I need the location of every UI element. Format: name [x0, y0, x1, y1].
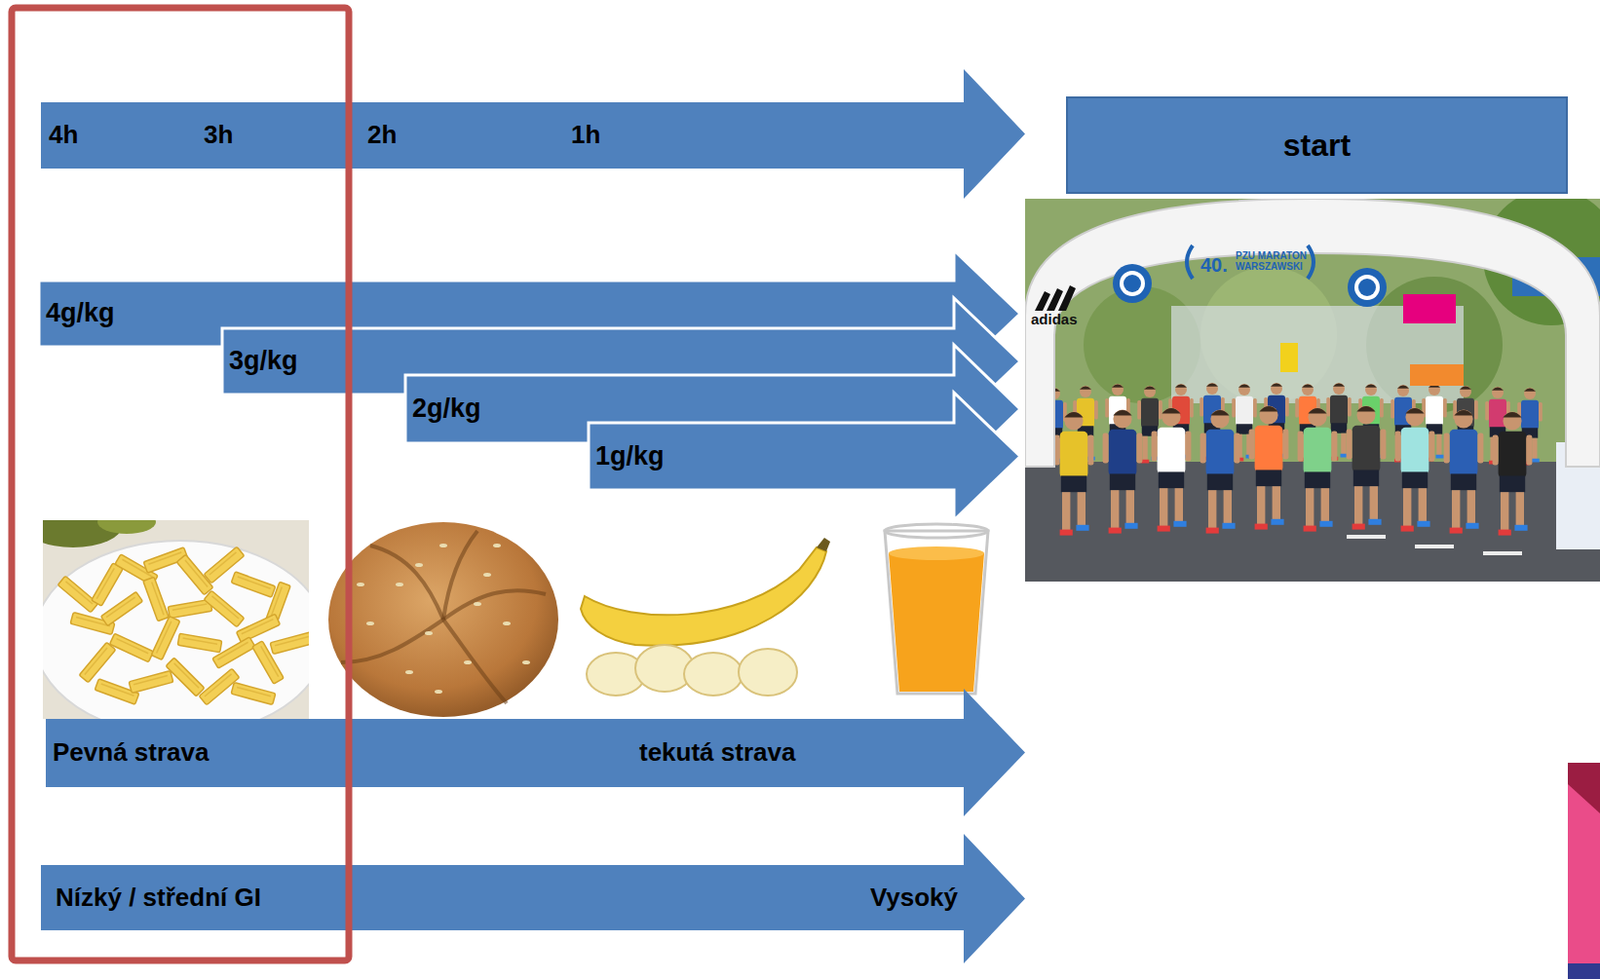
juice-glass-picture	[884, 524, 989, 694]
band-label: 2g/kg	[412, 393, 482, 424]
arrow-band	[40, 69, 1026, 199]
band-label: 1h	[571, 120, 601, 151]
arrow-band	[40, 834, 1026, 964]
pasta-picture	[42, 520, 309, 720]
glycemic-index-arrow: Nízký / střední GI Vysoký	[40, 834, 1026, 964]
arrow-band	[45, 688, 1026, 817]
start-box: start	[1066, 96, 1568, 194]
arrow-band	[588, 392, 1021, 521]
box-fill	[1066, 97, 1567, 193]
band-label: 1g/kg	[595, 441, 665, 472]
bread-roll-picture	[328, 522, 559, 718]
band-label: tekutá strava	[639, 738, 796, 768]
marathon-start-photo	[1025, 198, 1600, 582]
band-label: 4g/kg	[45, 298, 115, 329]
band-label: Pevná strava	[52, 738, 209, 768]
carb-amount-arrow: 1g/kg	[588, 392, 1021, 521]
banner-number: 40.	[1200, 254, 1234, 276]
band-label: 3g/kg	[228, 345, 299, 377]
timeline-arrow: 4h 3h 2h 1h	[40, 69, 1026, 199]
food-form-arrow: Pevná strava tekutá strava	[45, 688, 1026, 817]
highlight-rectangle	[11, 7, 349, 961]
band-label: 4h	[48, 120, 78, 151]
band-label: Nízký / střední GI	[55, 883, 262, 914]
band-label: start	[1283, 127, 1351, 164]
sponsor-logo-text: adidas	[1030, 311, 1100, 329]
band-label: Vysoký	[870, 883, 958, 914]
slide-decoration	[1567, 762, 1600, 979]
band-label: 3h	[203, 120, 233, 151]
banner-text: PZU MARATON WARSZAWSKI	[1235, 250, 1308, 272]
banana-picture	[580, 537, 831, 696]
band-label: 2h	[367, 120, 397, 151]
shape-outline	[40, 69, 1026, 199]
